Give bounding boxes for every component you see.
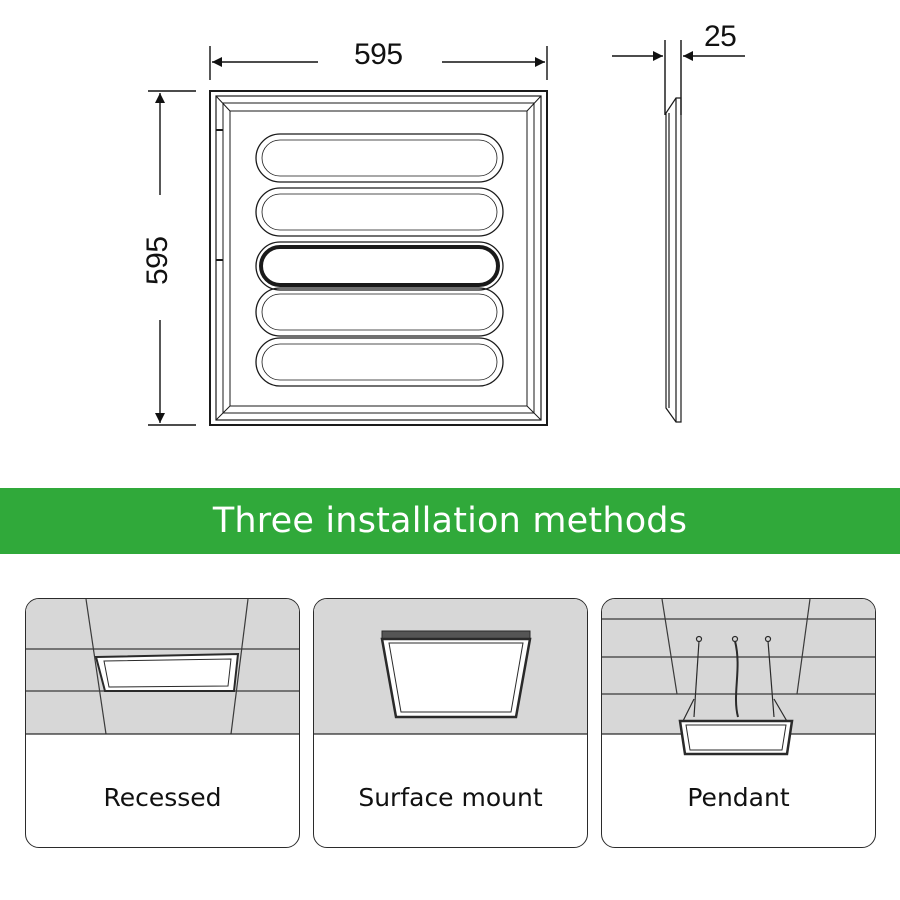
panel-side-view bbox=[665, 97, 682, 423]
surface-mount-card: Surface mount bbox=[313, 598, 588, 848]
recessed-label: Recessed bbox=[103, 783, 222, 812]
height-dimension-label: 595 bbox=[141, 236, 174, 285]
led-strip-3 bbox=[255, 241, 504, 291]
surface-panel bbox=[380, 630, 532, 719]
recessed-illustration bbox=[26, 599, 299, 735]
width-dimension-line bbox=[209, 46, 548, 80]
pendant-card: Pendant bbox=[601, 598, 876, 848]
panel-drawing-svg bbox=[148, 40, 745, 426]
led-strip-2 bbox=[255, 187, 504, 237]
pendant-panel bbox=[678, 719, 794, 756]
panel-front-view bbox=[209, 90, 548, 426]
led-strip-5 bbox=[255, 337, 504, 387]
recessed-panel bbox=[94, 652, 240, 692]
surface-mount-illustration bbox=[314, 599, 587, 735]
pendant-suspension-cables bbox=[681, 635, 789, 724]
led-strip-4 bbox=[255, 287, 504, 337]
section-banner: Three installation methods bbox=[0, 488, 900, 554]
width-dimension-label: 595 bbox=[354, 38, 403, 71]
depth-dimension-label: 25 bbox=[704, 20, 737, 53]
recessed-card: Recessed bbox=[25, 598, 300, 848]
led-strip-1 bbox=[255, 133, 504, 183]
pendant-illustration bbox=[602, 599, 875, 756]
led-strips bbox=[255, 133, 504, 387]
surface-mount-label: Surface mount bbox=[358, 783, 543, 812]
banner-title: Three installation methods bbox=[212, 501, 688, 541]
technical-drawing: 595 595 25 bbox=[141, 20, 745, 426]
height-dimension-line bbox=[148, 90, 196, 426]
pendant-label: Pendant bbox=[687, 783, 790, 812]
